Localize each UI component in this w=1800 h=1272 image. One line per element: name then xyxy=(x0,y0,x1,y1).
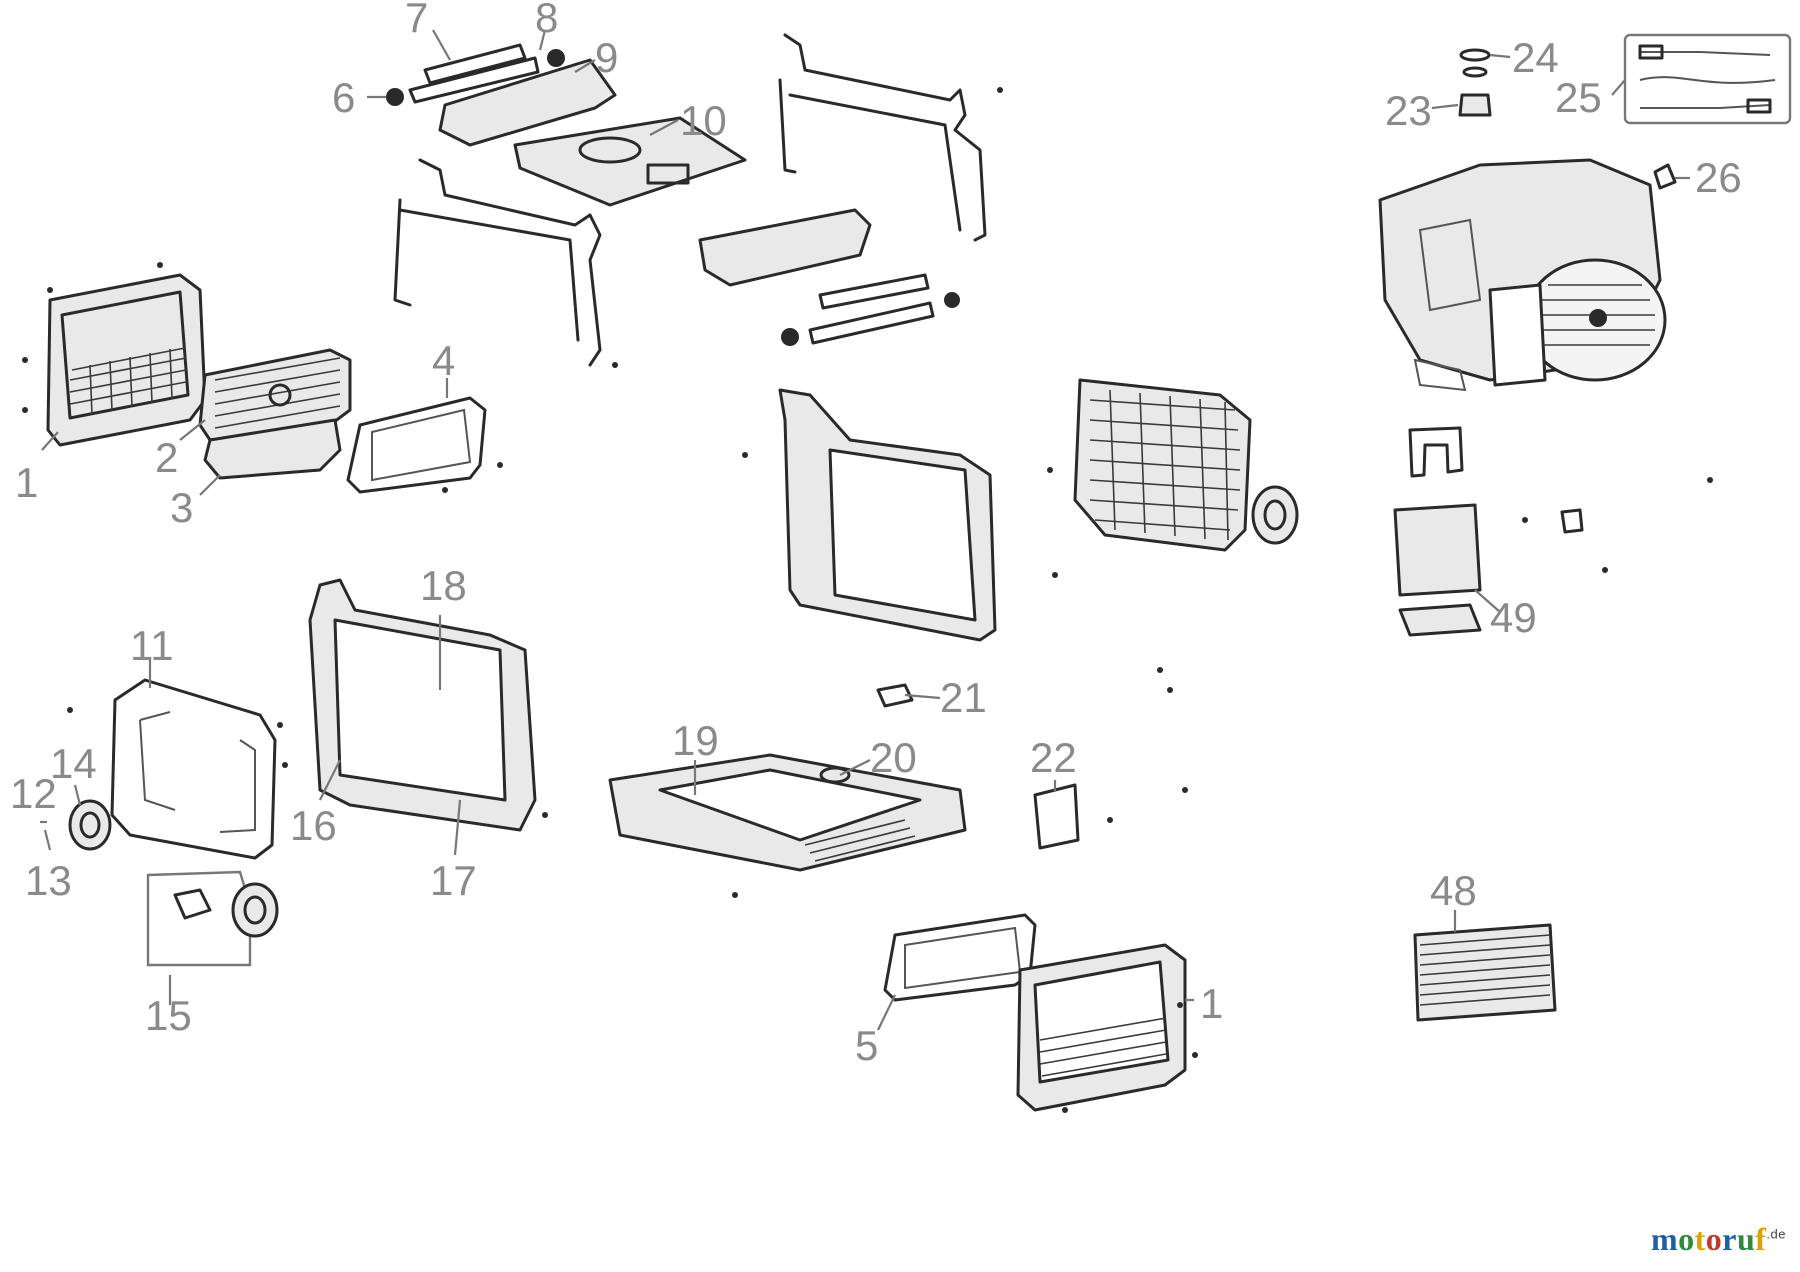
callout-5: 5 xyxy=(855,1022,878,1069)
callout-labels: 1 2 3 4 5 6 7 8 9 10 11 12 13 14 15 16 1… xyxy=(10,0,1742,1069)
callout-48: 48 xyxy=(1430,867,1477,914)
handle-frame-left xyxy=(393,158,602,367)
handle-frame-right xyxy=(778,33,987,242)
callout-17: 17 xyxy=(430,857,477,904)
callout-49: 49 xyxy=(1490,594,1537,641)
brand-letter: f xyxy=(1755,1221,1767,1257)
gasket-frame-5 xyxy=(883,913,1037,1002)
callout-16: 16 xyxy=(290,802,337,849)
side-panel-11 xyxy=(110,678,277,860)
callout-18: 18 xyxy=(420,562,467,609)
wheel-right xyxy=(1251,485,1299,545)
callout-1-right: 1 xyxy=(1200,980,1223,1027)
battery xyxy=(1393,426,1482,637)
wheel-kit-15 xyxy=(146,870,279,967)
callout-26: 26 xyxy=(1695,154,1742,201)
callout-4: 4 xyxy=(432,337,455,384)
callout-15: 15 xyxy=(145,992,192,1039)
callout-13: 13 xyxy=(25,857,72,904)
guard-bracket xyxy=(698,208,872,287)
callout-2: 2 xyxy=(155,434,178,481)
hardware-fasteners xyxy=(22,87,1713,1113)
filter-48 xyxy=(1413,923,1557,1022)
callout-1-left: 1 xyxy=(15,459,38,506)
tube-lower xyxy=(781,273,960,346)
fuel-cap-assembly xyxy=(1458,48,1492,117)
callout-19: 19 xyxy=(672,717,719,764)
callout-21: 21 xyxy=(940,674,987,721)
callout-24: 24 xyxy=(1512,34,1559,81)
callout-22: 22 xyxy=(1030,734,1077,781)
bracket-small xyxy=(1560,508,1584,534)
callout-7: 7 xyxy=(405,0,428,41)
callout-20: 20 xyxy=(870,734,917,781)
connector-26 xyxy=(1653,163,1677,190)
callout-11: 11 xyxy=(130,622,174,669)
nut-6 xyxy=(386,88,404,106)
panel-grid-right xyxy=(1073,378,1252,552)
leader-lines xyxy=(40,29,1690,1031)
handle-bracket-9 xyxy=(438,58,617,147)
brand-letter: r xyxy=(1722,1221,1737,1257)
callout-3: 3 xyxy=(170,484,193,531)
brand-letter: o xyxy=(1705,1221,1723,1257)
brand-logo: motoruf.de xyxy=(1651,1221,1786,1258)
brand-letter: t xyxy=(1694,1221,1706,1257)
gasket-frame xyxy=(346,396,487,494)
grille-panel xyxy=(198,348,352,442)
brand-letter: m xyxy=(1650,1221,1679,1257)
front-panel-right xyxy=(1016,943,1187,1112)
front-panel-left xyxy=(46,273,207,447)
nut-8 xyxy=(547,49,565,67)
bracket-21 xyxy=(876,683,914,708)
engine-assembly xyxy=(1378,158,1667,392)
brand-suffix: .de xyxy=(1766,1226,1786,1242)
brand-letter: u xyxy=(1736,1221,1756,1257)
callout-25: 25 xyxy=(1555,74,1602,121)
base-frame-19 xyxy=(608,753,967,872)
plate-22 xyxy=(1033,783,1080,850)
callout-9: 9 xyxy=(595,34,618,81)
wheel-left xyxy=(68,799,112,851)
callout-10: 10 xyxy=(680,97,727,144)
callout-23: 23 xyxy=(1385,87,1432,134)
callout-12: 12 xyxy=(10,770,57,817)
callout-8: 8 xyxy=(535,0,558,41)
panel-cover xyxy=(203,418,342,480)
callout-14: 14 xyxy=(50,740,97,787)
brand-letter: o xyxy=(1678,1221,1695,1257)
cable-set-box xyxy=(1623,33,1792,125)
tube-upper xyxy=(408,43,540,104)
callout-6: 6 xyxy=(332,74,355,121)
side-frame-right xyxy=(778,388,997,642)
side-frame-left xyxy=(308,578,537,832)
